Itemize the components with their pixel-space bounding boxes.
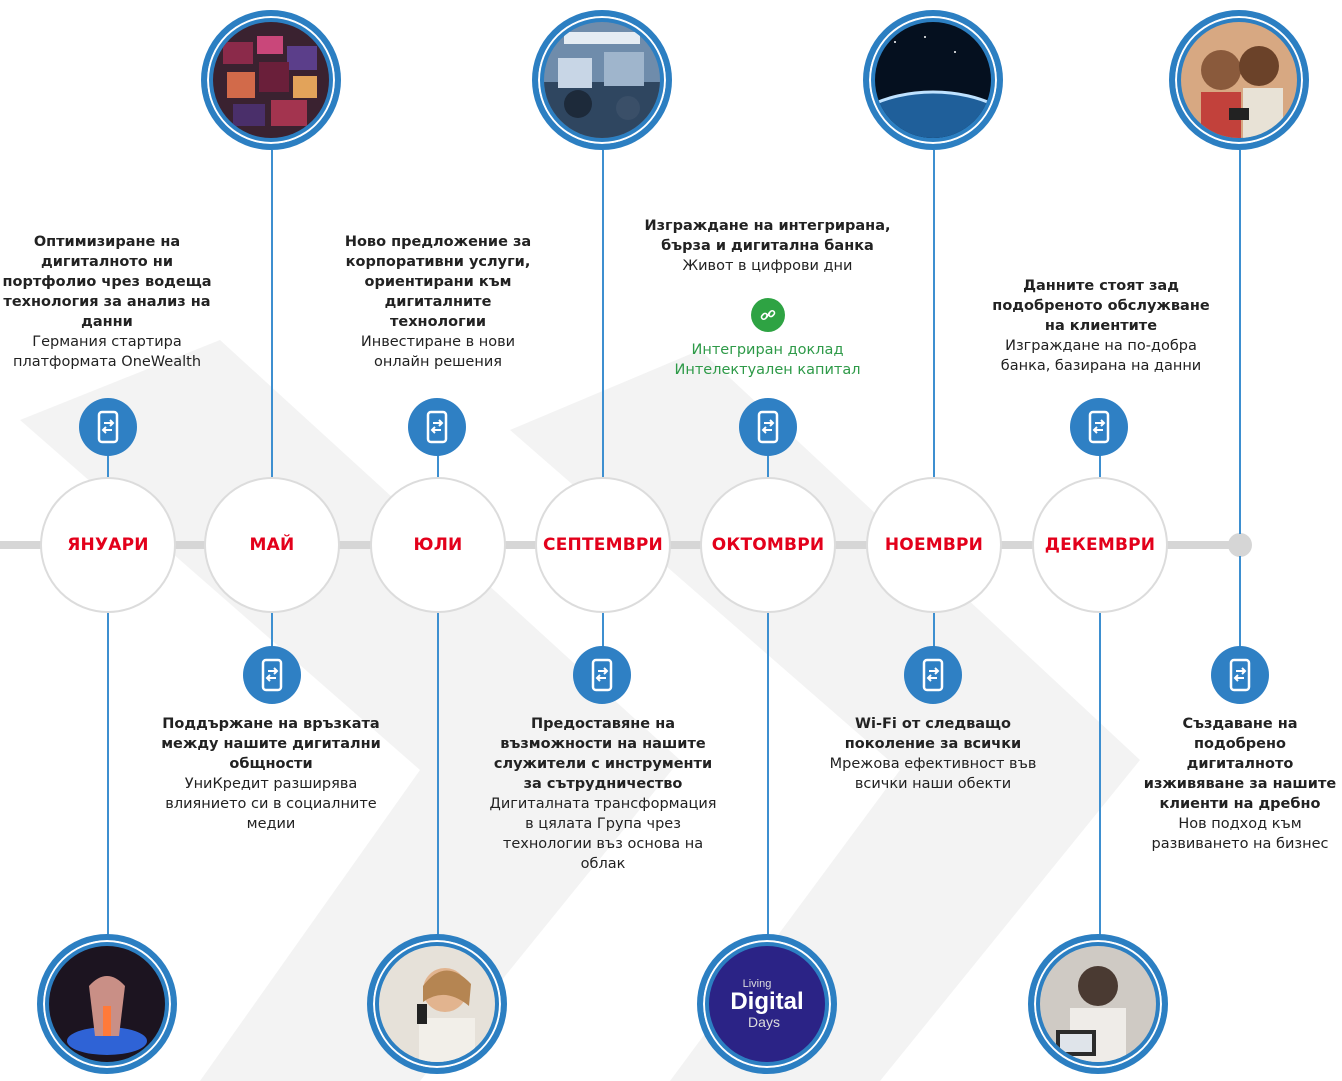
photo-november [863, 10, 1003, 150]
month-january-label: ЯНУАРИ [67, 535, 149, 555]
photo-december [1028, 934, 1168, 1074]
event-july-title: Ново предложение за корпоративни услуги,… [344, 234, 532, 330]
month-july-label: ЮЛИ [413, 535, 463, 555]
event-september-title: Предоставяне на възможности на нашите сл… [493, 716, 713, 792]
month-may-label: МАЙ [249, 535, 295, 555]
month-september[interactable]: СЕПТЕМВРИ [535, 477, 671, 613]
month-december[interactable]: ДЕКЕМВРИ [1032, 477, 1168, 613]
month-may[interactable]: МАЙ [204, 477, 340, 613]
connector-december-up [1099, 448, 1101, 478]
connector-january-down [107, 610, 109, 935]
event-november-subtitle: Мрежова ефективност във всички наши обек… [829, 756, 1037, 792]
event-final-subtitle: Нов подход към развиването на бизнес [1151, 816, 1329, 852]
connector-december-down [1099, 610, 1101, 935]
month-november-label: НОЕМВРИ [884, 535, 984, 555]
photo-may [201, 10, 341, 150]
mobile-transfer-icon [1211, 646, 1269, 704]
living-digital-days-logo-line3: Days [748, 1014, 780, 1030]
event-final-title: Създаване на подобрено дигиталното изжив… [1143, 716, 1337, 812]
photo-january [37, 934, 177, 1074]
photo-final [1169, 10, 1309, 150]
connector-november-up [933, 150, 935, 478]
event-january: Оптимизиране на дигиталното ни портфолио… [2, 232, 212, 372]
event-january-subtitle: Германия стартира платформата OneWealth [12, 334, 202, 370]
event-november-title: Wi-Fi от следващо поколение за всички [844, 716, 1022, 752]
event-may-title: Поддържане на връзката между нашите диги… [161, 716, 381, 772]
living-digital-days-logo-line2: Digital [730, 988, 804, 1015]
connector-july-down [437, 610, 439, 935]
event-december-subtitle: Изграждане на по-добра банка, базирана н… [1000, 338, 1202, 374]
mobile-transfer-icon [1070, 398, 1128, 456]
connector-november-down [933, 610, 935, 648]
event-july: Ново предложение за корпоративни услуги,… [341, 232, 535, 372]
photo-september [532, 10, 672, 150]
event-december: Данните стоят зад подобреното обслужване… [990, 276, 1212, 376]
connector-september-down [602, 610, 604, 648]
connector-final-down [1239, 556, 1241, 648]
link-integrated-report[interactable]: Интегриран доклад [691, 342, 844, 358]
event-may: Поддържане на връзката между нашите диги… [158, 714, 384, 834]
mobile-transfer-icon [573, 646, 631, 704]
connector-october-up [767, 448, 769, 478]
connector-october-down [767, 610, 769, 935]
connector-final-up [1239, 150, 1241, 534]
month-july[interactable]: ЮЛИ [370, 477, 506, 613]
event-final: Създаване на подобрено дигиталното изжив… [1140, 714, 1340, 854]
mobile-transfer-icon [79, 398, 137, 456]
event-november: Wi-Fi от следващо поколение за всички Мр… [820, 714, 1046, 794]
mobile-transfer-icon [243, 646, 301, 704]
event-december-title: Данните стоят зад подобреното обслужване… [992, 278, 1210, 334]
connector-may-down [271, 610, 273, 648]
event-july-subtitle: Инвестиране в нови онлайн решения [360, 334, 516, 370]
month-october[interactable]: ОКТОМВРИ [700, 477, 836, 613]
connector-september-up [602, 150, 604, 478]
event-september: Предоставяне на възможности на нашите сл… [488, 714, 718, 874]
mobile-transfer-icon [904, 646, 962, 704]
living-digital-days-logo-line1: Living [742, 978, 772, 990]
event-january-title: Оптимизиране на дигиталното ни портфолио… [2, 234, 212, 330]
connector-july-up [437, 448, 439, 478]
month-january[interactable]: ЯНУАРИ [40, 477, 176, 613]
event-october-subtitle: Живот в цифрови дни [682, 258, 853, 274]
event-september-subtitle: Дигиталната трансформация в цялата Група… [489, 796, 717, 872]
mobile-transfer-icon [408, 398, 466, 456]
month-november[interactable]: НОЕМВРИ [866, 477, 1002, 613]
event-october-links: Интегриран доклад Интелектуален капитал [640, 340, 895, 380]
link-icon[interactable] [751, 298, 785, 332]
event-october-title: Изграждане на интегрирана, бърза и дигит… [644, 218, 891, 254]
connector-january-up [107, 448, 109, 478]
timeline-end-dot [1228, 533, 1252, 557]
connector-may-up [271, 150, 273, 478]
link-intellectual-capital[interactable]: Интелектуален капитал [674, 362, 861, 378]
month-december-label: ДЕКЕМВРИ [1044, 535, 1156, 555]
mobile-transfer-icon [739, 398, 797, 456]
month-september-label: СЕПТЕМВРИ [543, 535, 663, 555]
event-october: Изграждане на интегрирана, бърза и дигит… [640, 216, 895, 276]
photo-october: Living Digital Days [697, 934, 837, 1074]
photo-july [367, 934, 507, 1074]
event-may-subtitle: УниКредит разширява влиянието си в социа… [165, 776, 377, 832]
month-october-label: ОКТОМВРИ [711, 535, 825, 555]
